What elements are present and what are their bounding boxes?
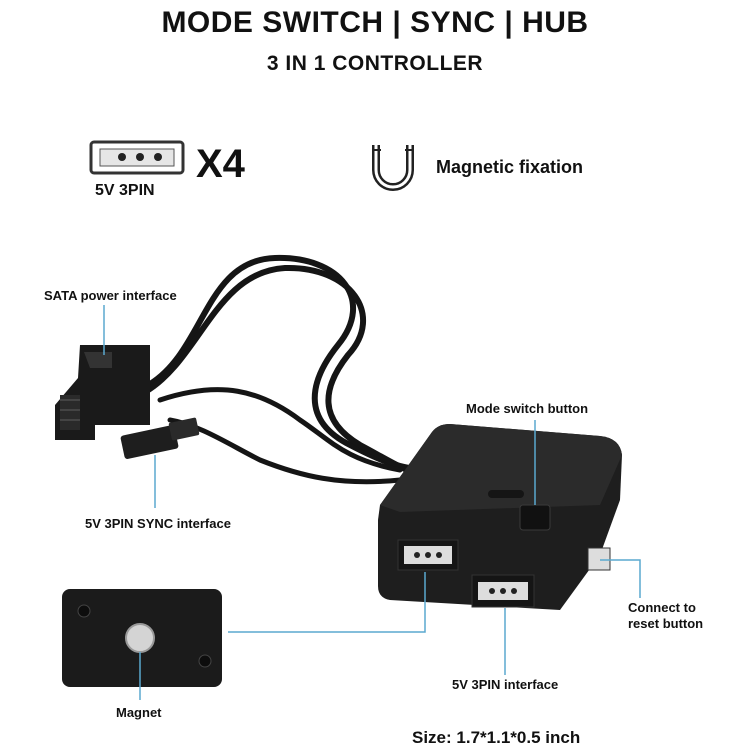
reset-callout: Connect to reset button xyxy=(628,600,704,631)
sata-connector xyxy=(55,345,150,440)
cable xyxy=(142,254,433,485)
three-pin-connector-icon xyxy=(89,140,185,175)
leader-lines xyxy=(103,305,641,700)
pin-label: 5V 3PIN xyxy=(95,182,155,199)
sata-callout: SATA power interface xyxy=(44,288,177,303)
magnet-callout: Magnet xyxy=(116,705,162,720)
hub-device xyxy=(378,424,622,610)
size-spec: Size: 1.7*1.1*0.5 inch xyxy=(412,728,581,747)
magnetic-fixation-label: Magnetic fixation xyxy=(436,157,584,177)
sync-callout: 5V 3PIN SYNC interface xyxy=(85,516,231,531)
page-subtitle: 3 IN 1 CONTROLLER xyxy=(266,52,484,75)
mode-button-callout: Mode switch button xyxy=(466,401,589,416)
magnet-icon xyxy=(372,145,414,191)
pin-count: X4 xyxy=(196,142,245,186)
page-title: MODE SWITCH | SYNC | HUB xyxy=(161,6,589,39)
pin-interface-callout: 5V 3PIN interface xyxy=(452,677,559,692)
sync-plug xyxy=(120,417,200,460)
magnet-plate xyxy=(62,589,222,687)
